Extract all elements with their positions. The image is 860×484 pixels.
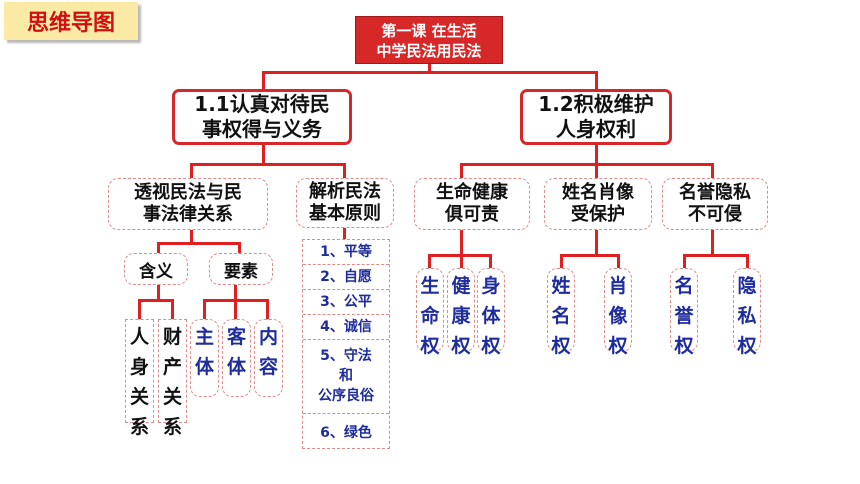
principle-fairness: 3、公平 [303,290,389,315]
node-life-health: 生命健康 俱可责 [414,178,530,230]
node-civil-law-relations: 透视民法与民 事法律关系 [108,178,268,230]
principle-green: 6、绿色 [320,425,372,441]
leaf-object: 客体 [222,319,251,397]
node-name-portrait: 姓名肖像 受保护 [544,178,652,230]
principle-good-faith: 4、诚信 [303,315,389,340]
principle-law-and-order: 5、守法 和 公序良俗 [303,340,389,414]
branch-right-node: 1.2积极维护 人身权利 [520,89,672,145]
principle-equality: 1、平等 [303,240,389,265]
node-name-portrait-line2: 受保护 [571,204,625,225]
node-life-health-line1: 生命健康 [436,182,508,203]
leaf-property-relations: 财产关系 [158,319,187,438]
node-life-health-line2: 俱可责 [445,204,499,225]
branch-left-line1: 1.1认真对待民 [194,92,330,116]
node-civil-law-relations-line2: 事法律关系 [143,204,233,225]
root-line2: 中学民法用民法 [376,42,482,60]
node-basic-principles: 解析民法 基本原则 [296,178,394,228]
leaf-subject: 主体 [190,319,219,397]
branch-right-line2: 人身权利 [556,117,636,141]
root-line1: 第一课 在生活 [381,22,477,40]
leaf-right-to-name: 姓名权 [547,268,575,357]
branch-left-line2: 事权得与义务 [202,117,322,141]
branch-left-node: 1.1认真对待民 事权得与义务 [172,89,352,145]
principle-voluntariness: 2、自愿 [303,265,389,290]
mindmap-title-tag: 思维导图 [4,2,138,40]
leaf-right-to-reputation: 名誉权 [670,268,698,357]
principle-law-line3: 公序良俗 [318,388,374,404]
leaf-personal-relations: 人身关系 [125,319,154,438]
leaf-right-to-health: 健康权 [447,268,475,357]
leaf-right-to-portrait: 肖像权 [604,268,632,357]
leaf-right-to-body: 身体权 [477,268,505,357]
node-reputation-privacy-line1: 名誉隐私 [679,182,751,203]
principle-law-line1: 5、守法 [320,348,372,364]
leaf-right-to-life: 生命权 [416,268,444,357]
node-basic-principles-line2: 基本原则 [309,203,381,224]
node-elements: 要素 [209,253,273,285]
root-node: 第一课 在生活 中学民法用民法 [355,16,503,64]
leaf-content: 内容 [254,319,283,397]
principles-list: 1、平等 2、自愿 3、公平 4、诚信 5、守法 和 公序良俗 6、绿色 [302,239,390,449]
node-basic-principles-line1: 解析民法 [309,181,381,202]
node-civil-law-relations-line1: 透视民法与民 [134,182,242,203]
node-name-portrait-line1: 姓名肖像 [562,182,634,203]
principle-law-line2: 和 [339,368,353,384]
leaf-right-to-privacy: 隐私权 [733,268,761,357]
node-reputation-privacy-line2: 不可侵 [688,204,742,225]
node-reputation-privacy: 名誉隐私 不可侵 [662,178,768,230]
branch-right-line1: 1.2积极维护 [538,92,654,116]
node-meaning: 含义 [124,253,188,285]
